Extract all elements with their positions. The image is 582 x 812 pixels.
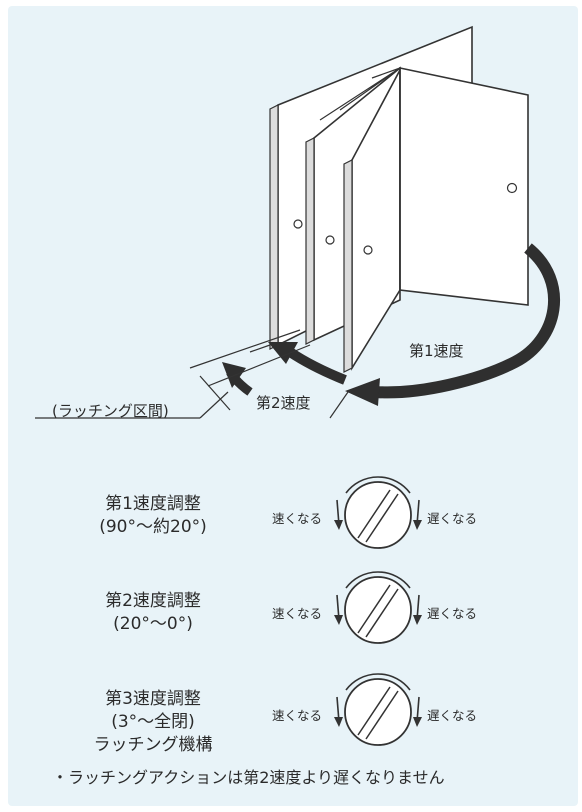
adjust-screw-2 — [334, 571, 422, 644]
adjust-3-slower: 遅くなる — [427, 708, 478, 723]
adjust-1-title: 第1速度調整 — [105, 494, 201, 514]
adjust-screw-3 — [334, 673, 422, 746]
adjust-2-range: (20°〜0°) — [113, 614, 193, 634]
footnote: ・ラッチングアクションは第2速度より遅くなりません — [52, 768, 445, 787]
speed1-label: 第1速度 — [409, 342, 464, 360]
adjust-3-faster: 速くなる — [272, 708, 323, 723]
adjust-3-range: (3°〜全閉) — [111, 712, 195, 732]
adjust-1-slower: 遅くなる — [427, 511, 478, 526]
adjust-1-range: (90°〜約20°) — [99, 517, 207, 537]
speed2-label: 第2速度 — [256, 394, 311, 412]
latch-zone-label: (ラッチング区間) — [52, 402, 169, 420]
speed1-arrowhead-icon — [345, 378, 380, 406]
speed2-arrow-icon — [287, 347, 347, 385]
adjust-3-extra: ラッチング機構 — [93, 735, 213, 755]
speed1-arrow-icon — [374, 243, 560, 399]
adjust-1-faster: 速くなる — [272, 511, 323, 526]
adjust-2-title: 第2速度調整 — [105, 591, 201, 611]
adjust-screw-1 — [334, 476, 422, 549]
adjust-2-faster: 速くなる — [272, 606, 323, 621]
door-panel-front — [399, 67, 529, 306]
speed2-arrowhead-icon — [268, 342, 298, 364]
adjust-2-slower: 遅くなる — [427, 606, 478, 621]
adjust-3-title: 第3速度調整 — [105, 689, 201, 709]
